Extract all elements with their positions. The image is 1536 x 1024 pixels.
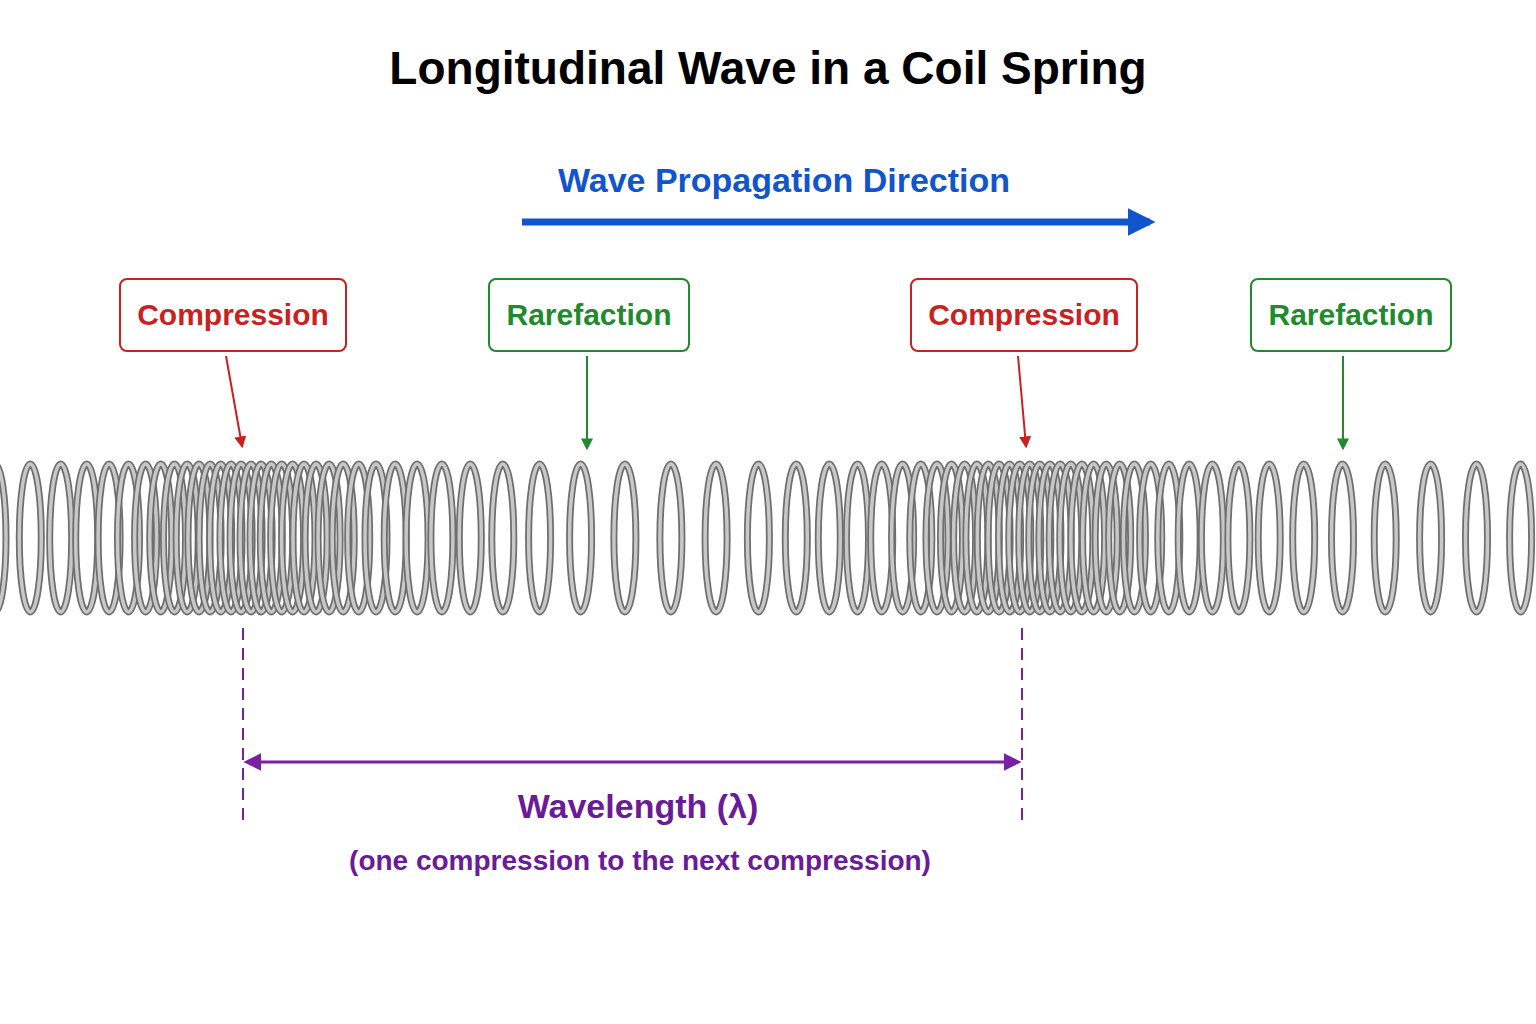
leader-line — [586, 356, 588, 448]
coil-turn — [1332, 464, 1354, 612]
coil-turn — [747, 464, 769, 612]
compression-callout: Compression — [119, 278, 347, 352]
propagation-arrow — [522, 219, 1150, 226]
coil-spring — [0, 464, 1532, 612]
coil-turn — [1178, 464, 1200, 612]
coil-turn — [747, 464, 769, 612]
coil-turn — [1374, 464, 1396, 612]
coil-turn — [1258, 464, 1280, 612]
coil-turn — [1293, 464, 1315, 612]
coil-turn — [847, 464, 869, 612]
coil-turn — [1201, 464, 1223, 612]
coil-turn — [50, 464, 72, 612]
coil-turn — [1510, 464, 1532, 612]
coil-turn — [19, 464, 41, 612]
coil-turn — [818, 464, 840, 612]
coil-turn — [1293, 464, 1315, 612]
coil-turn — [50, 464, 72, 612]
coil-turn — [614, 464, 636, 612]
coil-turn — [76, 464, 98, 612]
coil-turn — [660, 464, 682, 612]
coil-turn — [529, 464, 551, 612]
coil-turn — [614, 464, 636, 612]
coil-turn — [1178, 464, 1200, 612]
leader-line — [226, 356, 242, 446]
coil-turn — [570, 464, 592, 612]
coil-turn — [705, 464, 727, 612]
coil-turn — [785, 464, 807, 612]
coil-turn — [785, 464, 807, 612]
coil-turn — [570, 464, 592, 612]
dashed-marker — [242, 628, 244, 826]
coil-turn — [459, 464, 481, 612]
leader-line — [1342, 356, 1344, 448]
coil-turn — [406, 464, 428, 612]
coil-turn — [1228, 464, 1250, 612]
coil-turn — [1332, 464, 1354, 612]
coil-turn — [76, 464, 98, 612]
direction-label: Wave Propagation Direction — [558, 161, 1010, 200]
coil-turn — [1374, 464, 1396, 612]
callout-text: Compression — [928, 298, 1120, 332]
coil-turn — [818, 464, 840, 612]
rarefaction-callout: Rarefaction — [488, 278, 690, 352]
coil-turn — [0, 464, 6, 612]
coil-turn — [492, 464, 514, 612]
coil-turn — [19, 464, 41, 612]
dashed-marker — [1021, 628, 1023, 826]
coil-turn — [660, 464, 682, 612]
coil-turn — [1228, 464, 1250, 612]
coil-turn — [1420, 464, 1442, 612]
callout-text: Rarefaction — [1268, 298, 1434, 332]
coil-turn — [431, 464, 453, 612]
coil-turn — [431, 464, 453, 612]
coil-turn — [529, 464, 551, 612]
coil-turn — [847, 464, 869, 612]
coil-turn — [1510, 464, 1532, 612]
coil-turn — [1258, 464, 1280, 612]
leader-line — [1018, 356, 1026, 446]
title: Longitudinal Wave in a Coil Spring — [389, 41, 1146, 95]
rarefaction-callout: Rarefaction — [1250, 278, 1452, 352]
coil-turn — [1466, 464, 1488, 612]
compression-callout: Compression — [910, 278, 1138, 352]
coil-turn — [492, 464, 514, 612]
coil-turn — [0, 464, 6, 612]
wavelength-note: (one compression to the next compression… — [349, 845, 931, 877]
coil-turn — [1201, 464, 1223, 612]
callout-text: Rarefaction — [506, 298, 672, 332]
callout-text: Compression — [137, 298, 329, 332]
coil-turn — [1420, 464, 1442, 612]
coil-turn — [406, 464, 428, 612]
coil-turn — [459, 464, 481, 612]
wavelength-label: Wavelength (λ) — [518, 787, 759, 826]
coil-turn — [705, 464, 727, 612]
wavelength-arrow — [247, 761, 1018, 764]
coil-turn — [1466, 464, 1488, 612]
